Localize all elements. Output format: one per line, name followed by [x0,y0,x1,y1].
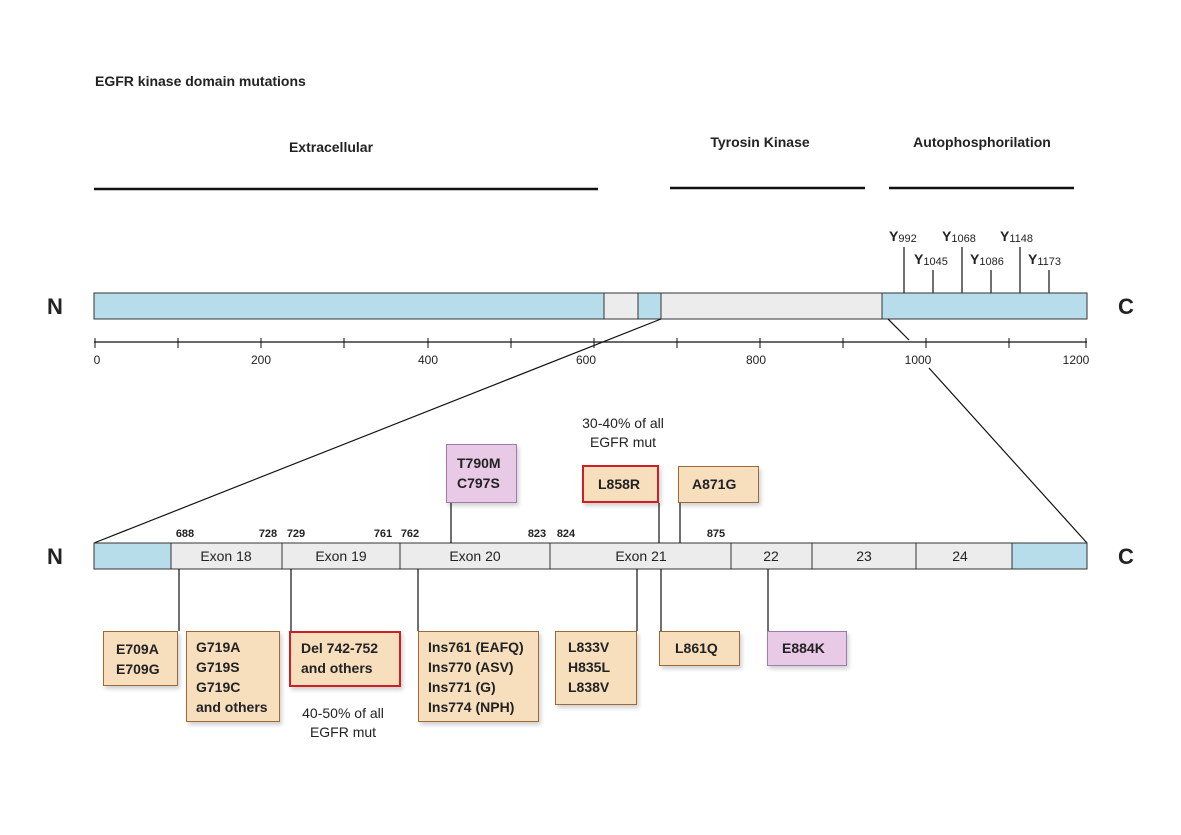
top-segment-gray-1 [603,292,639,320]
top-segment-transmembrane [637,292,662,320]
mutation-label: H835L [568,659,611,675]
mutation-box-g719: G719A G719S G719C and others [186,631,280,722]
exon-label-20: Exon 20 [449,548,501,564]
mutation-label: L838V [568,679,610,695]
l858r-frequency-note: 30-40% of all EGFR mut [582,415,664,450]
axis-label-200: 200 [251,353,271,367]
top-segment-extracellular [93,292,605,320]
mutation-label: Ins774 (NPH) [428,699,515,715]
top-segment-kinase [660,292,883,320]
axis-ticks [94,338,1087,348]
phospho-site-y1068: Y1068 [942,228,976,245]
mutation-box-a871g: A871G [678,466,759,503]
axis-label-600: 600 [576,353,596,367]
axis-label-1200: 1200 [1063,353,1090,367]
boundary-824: 824 [557,528,576,540]
zoom-line-right-upper [887,318,910,341]
axis-label-400: 400 [418,353,438,367]
phospho-site-y992: Y992 [889,228,917,245]
domain-label-autophosphorilation: Autophosphorilation [913,134,1051,150]
mutation-label: and others [301,660,373,676]
top-n-terminus-label: N [47,294,63,319]
exon-segment-21 [549,542,732,570]
mutation-box-t790m: T790M C797S [446,444,517,503]
boundary-729: 729 [287,528,305,540]
mutation-label: Ins761 (EAFQ) [428,639,524,655]
domain-label-tyrosin-kinase: Tyrosin Kinase [710,134,810,150]
zoom-line-left [93,318,662,544]
mutation-label: L861Q [675,640,718,656]
axis-label-0: 0 [94,353,101,367]
phospho-site-y1086: Y1086 [970,251,1004,268]
phospho-site-ticks [903,247,1050,293]
mutation-box-l861q: L861Q [659,631,740,666]
mutation-label: L833V [568,639,610,655]
boundary-728: 728 [259,528,277,540]
mutation-label: G719A [196,639,241,655]
mutation-box-e884k: E884K [767,631,847,666]
exon-label-23: 23 [856,548,872,564]
exon-label-21: Exon 21 [615,548,667,564]
top-segment-autophosphorilation [881,292,1088,320]
boundary-688: 688 [176,528,194,540]
mutation-box-del742: Del 742-752 and others [289,631,401,687]
top-c-terminus-label: C [1118,294,1134,319]
axis-label-800: 800 [746,353,766,367]
mutation-box-l833: L833V H835L L838V [555,631,637,705]
phospho-site-y1045: Y1045 [914,251,948,268]
phospho-site-y1148: Y1148 [1000,228,1033,245]
exon-label-24: 24 [952,548,968,564]
exon-label-18: Exon 18 [200,548,252,564]
mutation-label: E709A [116,641,159,657]
bottom-n-terminus-label: N [47,544,63,569]
domain-label-extracellular: Extracellular [289,139,374,155]
boundary-875: 875 [707,528,725,540]
mutation-box-e709: E709A E709G [103,631,178,686]
del742-frequency-note: 40-50% of all EGFR mut [302,705,384,740]
top-protein-bar [93,292,1088,320]
mutation-label: Ins770 (ASV) [428,659,514,675]
mutation-label: Ins771 (G) [428,679,496,695]
mutation-label: T790M [457,455,501,471]
mutation-label: Del 742-752 [301,640,379,656]
exon-label-22: 22 [763,548,779,564]
boundary-762: 762 [401,528,419,540]
zoom-line-right-lower [928,367,1088,544]
boundary-823: 823 [528,528,546,540]
mutation-label: G719S [196,659,240,675]
exon-segment-left-blue [93,542,172,570]
diagram-title: EGFR kinase domain mutations [95,73,306,89]
exon-segment-23 [811,542,917,570]
phospho-site-y1173: Y1173 [1028,251,1061,268]
mutation-label: E884K [782,640,825,656]
mutation-label: C797S [457,475,500,491]
mutation-box-l858r: L858R [582,465,659,503]
exon-segment-right-blue [1011,542,1088,570]
exon-segment-22 [730,542,813,570]
mutation-connectors [178,503,769,631]
exon-label-19: Exon 19 [315,548,367,564]
mutation-label: A871G [692,476,737,492]
mutation-label: G719C [196,679,241,695]
exon-segment-19 [281,542,401,570]
mutation-box-insertions: Ins761 (EAFQ) Ins770 (ASV) Ins771 (G) In… [418,631,539,722]
mutation-label: E709G [116,661,160,677]
mutation-label: and others [196,699,268,715]
bottom-c-terminus-label: C [1118,544,1134,569]
axis-label-1000: 1000 [905,353,932,367]
exon-bar [93,542,1088,570]
mutation-label: L858R [598,476,641,492]
boundary-761: 761 [374,528,392,540]
